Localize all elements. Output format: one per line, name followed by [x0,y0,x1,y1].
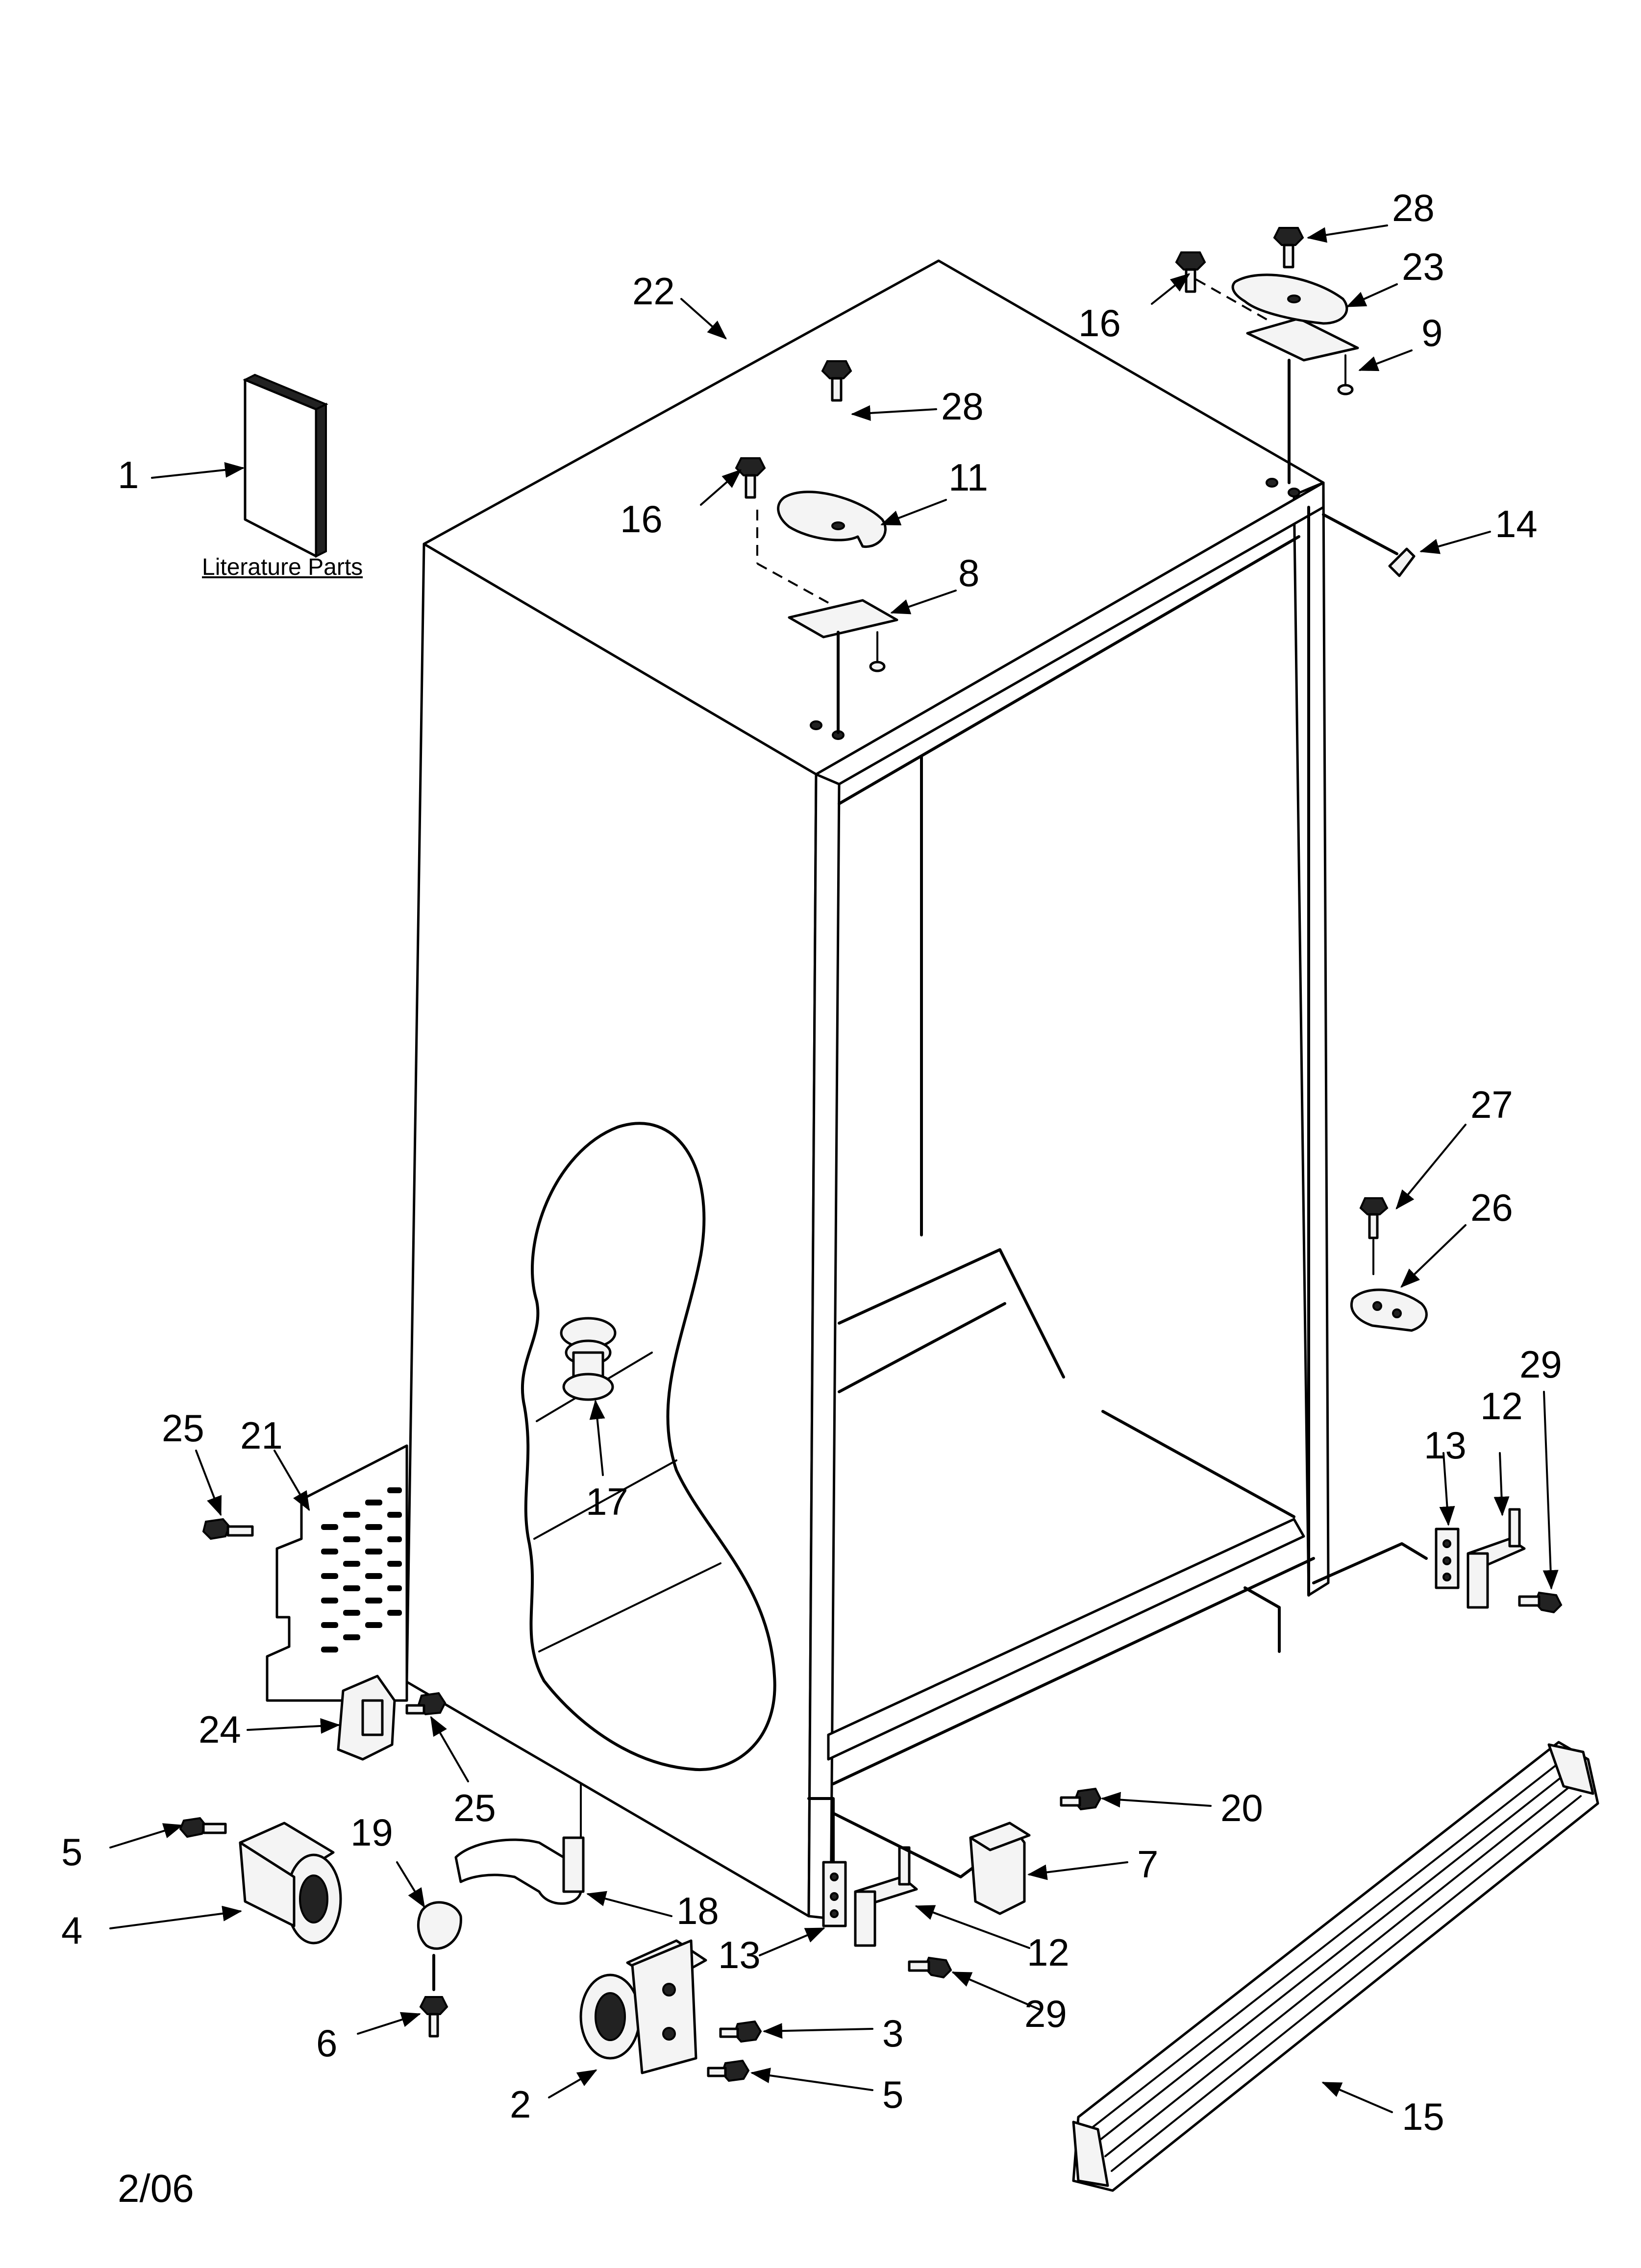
screw-29-right [1518,1591,1563,1614]
screw-16-right [1175,251,1206,293]
screw-25-left [202,1518,254,1540]
label-part-20: 20 [1220,1786,1263,1829]
screw-5-left [179,1817,227,1838]
label-part-26: 26 [1470,1186,1513,1229]
label-part-5-left: 5 [61,1830,83,1874]
date-code: 2/06 [118,2167,194,2210]
label-part-15: 15 [1402,2095,1444,2138]
label-part-4: 4 [61,1909,83,1952]
rear-grille-panel [266,1444,408,1702]
label-part-28-right: 28 [1392,186,1435,229]
clip-14 [1322,513,1416,577]
screw-27 [1359,1197,1389,1275]
bracket-7 [832,1812,1031,1915]
label-part-13-left: 13 [718,1933,761,1976]
label-part-27: 27 [1470,1083,1513,1126]
label-part-2: 2 [510,2083,531,2126]
lower-hinge-left [822,1846,918,1947]
label-part-9: 9 [1421,311,1443,354]
drain-grommet [560,1317,617,1401]
water-tube [454,1783,585,1905]
screw-16-left [735,457,766,499]
label-part-11: 11 [948,456,988,499]
label-part-29-left: 29 [1024,1992,1067,2035]
screw-6 [419,1996,448,2038]
label-part-14: 14 [1495,502,1538,545]
label-part-3: 3 [882,2012,904,2055]
leader-arrows [109,224,1559,2113]
label-part-25-center: 25 [453,1786,496,1829]
label-part-5-front: 5 [882,2073,904,2116]
top-hinge-bracket-right [1195,278,1359,484]
literature-book [243,373,328,558]
label-part-8: 8 [958,551,980,594]
hinge-cover-left [777,491,887,548]
front-leveling-roller [579,1939,707,2074]
roller-assembly [239,1822,342,1945]
screw-5-front [707,2059,750,2082]
base-grille [1072,1741,1599,2192]
label-part-12-right: 12 [1480,1384,1523,1428]
side-panel-cutaway [521,1122,776,1771]
label-part-13-right: 13 [1424,1424,1467,1467]
label-part-16-left: 16 [620,497,663,541]
label-part-24: 24 [199,1708,241,1751]
bracket-26 [1350,1288,1428,1332]
tube-clamp [417,1901,462,1991]
bracket-24 [337,1675,396,1761]
label-part-25-left: 25 [162,1406,204,1450]
screw-28-left [821,360,852,402]
label-part-22: 22 [632,270,675,313]
label-part-19: 19 [350,1811,393,1854]
screw-3 [719,2020,762,2043]
label-part-12-left: 12 [1027,1931,1069,1974]
label-part-29-right: 29 [1519,1343,1562,1386]
screw-25-center [405,1692,447,1716]
label-part-23: 23 [1402,245,1444,288]
screw-29-left [908,1956,952,1979]
top-hinge-bracket-left [756,510,898,734]
lower-hinge-right [1312,1508,1526,1609]
label-part-16-right: 16 [1078,301,1121,345]
label-part-18: 18 [676,1889,719,1932]
label-part-17: 17 [586,1480,628,1523]
hinge-cover-right [1231,273,1348,325]
label-part-6: 6 [316,2021,338,2065]
literature-caption: Literature Parts [202,554,363,580]
screw-28-right [1273,227,1304,269]
label-part-21: 21 [240,1414,283,1457]
label-part-1: 1 [118,453,139,496]
label-part-28-left: 28 [941,385,984,428]
screw-20 [1060,1787,1102,1811]
label-part-7: 7 [1137,1843,1159,1886]
